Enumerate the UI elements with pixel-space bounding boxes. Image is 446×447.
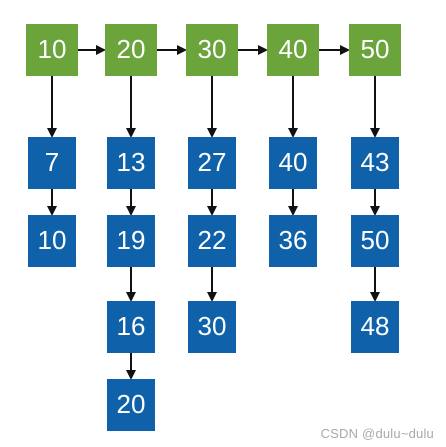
- bucket-node-box: [107, 137, 155, 189]
- head-node-label: 10: [38, 34, 67, 64]
- bucket-node-label: 30: [198, 311, 227, 341]
- bucket-node-label: 22: [198, 225, 227, 255]
- bucket-node-label: 13: [117, 147, 146, 177]
- bucket-node-box: [107, 215, 155, 267]
- bucket-node-box: [351, 137, 399, 189]
- bucket-node-label: 50: [361, 225, 390, 255]
- bucket-node-label: 10: [38, 225, 67, 255]
- bucket-node-box: [269, 215, 317, 267]
- bucket-node-10-10: 10: [28, 215, 76, 267]
- head-node-box: [349, 24, 401, 76]
- head-node-40: 40: [267, 24, 319, 76]
- head-node-30: 30: [186, 24, 238, 76]
- bucket-node-10-7: 7: [28, 137, 76, 189]
- bucket-node-box: [107, 301, 155, 353]
- bucket-node-label: 48: [361, 311, 390, 341]
- nodes-layer: 10 20 30 40 50 7 10 13 19 16 20 27 22 30 40 36 43 50 48: [26, 24, 401, 431]
- bucket-node-box: [28, 137, 76, 189]
- bucket-node-20-16: 16: [107, 301, 155, 353]
- bucket-node-40-36: 36: [269, 215, 317, 267]
- head-node-50: 50: [349, 24, 401, 76]
- head-node-box: [267, 24, 319, 76]
- bucket-node-50-50: 50: [351, 215, 399, 267]
- head-node-label: 40: [279, 34, 308, 64]
- bucket-node-box: [351, 301, 399, 353]
- bucket-node-20-20: 20: [107, 379, 155, 431]
- bucket-node-label: 7: [45, 147, 59, 177]
- watermark-text: CSDN @dulu~dulu: [320, 426, 434, 441]
- bucket-node-30-22: 22: [188, 215, 236, 267]
- bucket-node-20-13: 13: [107, 137, 155, 189]
- bucket-node-box: [351, 215, 399, 267]
- head-node-20: 20: [105, 24, 157, 76]
- head-node-label: 50: [361, 34, 390, 64]
- head-node-box: [105, 24, 157, 76]
- bucket-node-box: [188, 301, 236, 353]
- head-node-box: [186, 24, 238, 76]
- arrows-layer: [47, 45, 380, 380]
- head-node-label: 30: [198, 34, 227, 64]
- bucket-node-label: 40: [279, 147, 308, 177]
- bucket-node-40-40: 40: [269, 137, 317, 189]
- bucket-node-label: 36: [279, 225, 308, 255]
- bucket-node-30-27: 27: [188, 137, 236, 189]
- bucket-node-50-43: 43: [351, 137, 399, 189]
- bucket-node-box: [188, 137, 236, 189]
- bucket-node-label: 27: [198, 147, 227, 177]
- bucket-node-box: [107, 379, 155, 431]
- bucket-node-20-19: 19: [107, 215, 155, 267]
- bucket-node-label: 19: [117, 225, 146, 255]
- head-node-10: 10: [26, 24, 78, 76]
- bucket-node-30-30: 30: [188, 301, 236, 353]
- bucket-node-label: 16: [117, 311, 146, 341]
- bucket-node-box: [188, 215, 236, 267]
- bucket-node-label: 20: [117, 389, 146, 419]
- bucket-node-box: [269, 137, 317, 189]
- head-node-box: [26, 24, 78, 76]
- head-node-label: 20: [117, 34, 146, 64]
- bucket-node-label: 43: [361, 147, 390, 177]
- bucket-node-50-48: 48: [351, 301, 399, 353]
- bucket-node-box: [28, 215, 76, 267]
